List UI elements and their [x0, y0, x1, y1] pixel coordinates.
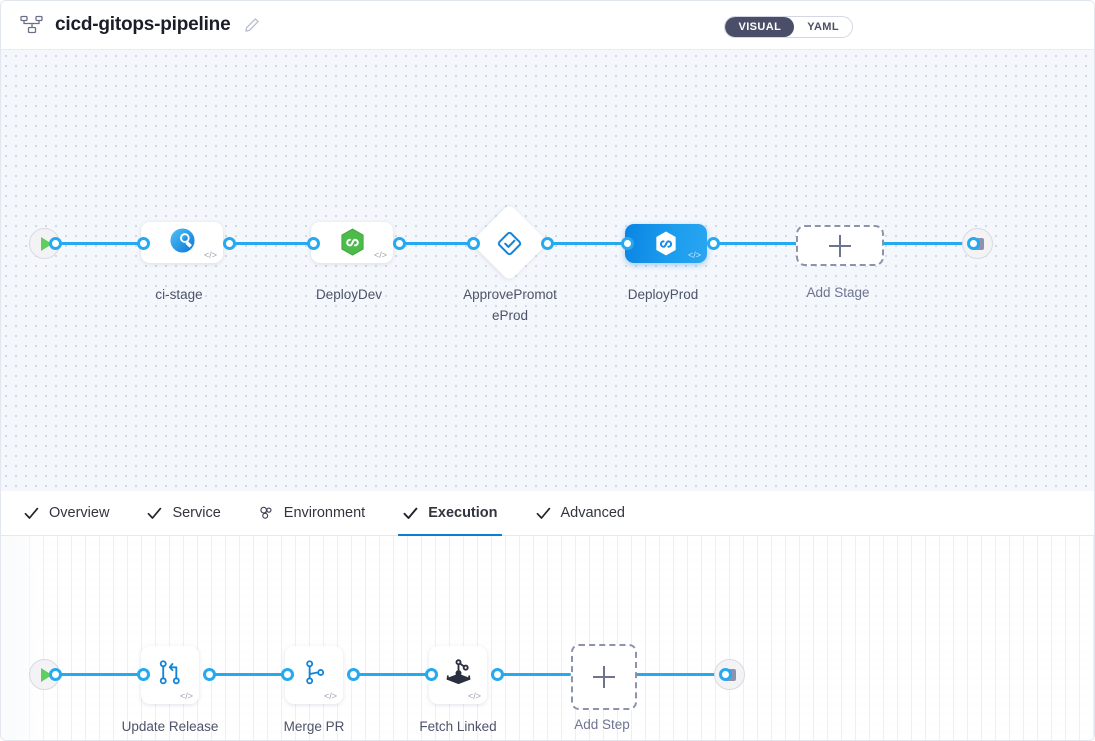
- step-node-fetch-linked-apps[interactable]: </>: [429, 646, 487, 704]
- port-ci-in[interactable]: [137, 237, 150, 250]
- step-graph-canvas[interactable]: </> Update Release Repo </> Merge PR: [1, 536, 1094, 740]
- check-icon: [535, 507, 552, 520]
- check-icon: [402, 507, 419, 520]
- start-play-node[interactable]: [29, 659, 60, 690]
- tab-label: Advanced: [560, 505, 626, 521]
- check-icon: [23, 507, 40, 520]
- code-badge: </>: [179, 691, 193, 701]
- tab-advanced[interactable]: Advanced: [535, 491, 647, 536]
- wire-approval-to-deployprod: [541, 242, 633, 245]
- port-update-in[interactable]: [137, 668, 150, 681]
- tab-label: Service: [172, 505, 221, 521]
- port-start-out[interactable]: [49, 237, 62, 250]
- step-node-update-release-repo[interactable]: </>: [141, 646, 199, 704]
- stage-node-deploydev[interactable]: </>: [311, 222, 393, 263]
- port-mergepr-out[interactable]: [347, 668, 360, 681]
- wire-update-to-mergepr: [203, 673, 293, 676]
- plus-icon: [829, 234, 851, 257]
- port-deployprod-out[interactable]: [707, 237, 720, 250]
- code-badge: </>: [373, 250, 387, 260]
- play-icon: [40, 667, 52, 682]
- environment-icon: [258, 506, 275, 520]
- tab-label: Environment: [283, 505, 366, 521]
- stage-label-ci-stage: ci-stage: [155, 287, 203, 302]
- approval-check-icon: [494, 228, 525, 259]
- tab-execution[interactable]: Execution: [398, 491, 518, 537]
- wire-ci-to-deploydev: [223, 242, 323, 245]
- tab-label: Execution: [428, 505, 498, 521]
- tab-overview[interactable]: Overview: [23, 491, 130, 536]
- code-badge: </>: [687, 250, 701, 260]
- wire-deploydev-to-approval: [393, 242, 493, 245]
- step-label-update-release-repo: Update Release Repo: [121, 719, 219, 734]
- page-title: cicd-gitops-pipeline: [55, 14, 231, 35]
- cd-hexagon-icon: [653, 230, 679, 258]
- port-update-out[interactable]: [203, 668, 216, 681]
- play-icon: [40, 236, 52, 251]
- wire-addstep-to-end: [635, 673, 725, 676]
- pencil-icon[interactable]: [243, 16, 261, 34]
- add-step-button[interactable]: [571, 644, 637, 710]
- step-node-merge-pr[interactable]: </>: [285, 646, 343, 704]
- tab-service[interactable]: Service: [146, 491, 241, 536]
- toggle-visual[interactable]: VISUAL: [725, 17, 795, 37]
- code-badge: </>: [467, 691, 481, 701]
- tab-environment[interactable]: Environment: [258, 491, 386, 536]
- ci-build-icon: [169, 227, 196, 259]
- port-ci-out[interactable]: [223, 237, 236, 250]
- stage-config-tabs[interactable]: Overview Service Environment Execution: [1, 491, 1094, 537]
- wire-deployprod-to-addstage: [707, 242, 807, 245]
- wire-fetch-to-addstep: [491, 673, 571, 676]
- add-step-label: Add Step: [574, 717, 630, 732]
- stage-node-ci-stage[interactable]: </>: [141, 222, 223, 263]
- port-deploydev-out[interactable]: [393, 237, 406, 250]
- port-approval-out[interactable]: [541, 237, 554, 250]
- git-merge-icon: [155, 657, 186, 693]
- wire-start-to-ci: [53, 242, 148, 245]
- wire-start-to-update: [53, 673, 148, 676]
- step-label-fetch-linked-apps: Fetch Linked Apps: [419, 719, 497, 734]
- check-icon: [146, 507, 163, 520]
- wire-addstage-to-end: [873, 242, 973, 245]
- stage-label-deployprod: DeployProd: [627, 287, 699, 302]
- pipeline-nodes-icon: [19, 14, 45, 36]
- code-badge: </>: [203, 250, 217, 260]
- wire-mergepr-to-fetch: [347, 673, 437, 676]
- stage-node-deployprod[interactable]: </>: [625, 224, 707, 263]
- port-approval-in[interactable]: [467, 237, 480, 250]
- add-stage-label: Add Stage: [806, 285, 870, 300]
- toggle-yaml[interactable]: YAML: [807, 21, 839, 33]
- port-start-out[interactable]: [49, 668, 62, 681]
- plus-icon: [593, 666, 615, 688]
- port-deployprod-in[interactable]: [621, 237, 634, 250]
- add-stage-button[interactable]: [796, 225, 884, 266]
- port-deploydev-in[interactable]: [307, 237, 320, 250]
- visual-yaml-toggle[interactable]: VISUAL YAML: [724, 16, 853, 38]
- port-fetch-out[interactable]: [491, 668, 504, 681]
- code-badge: </>: [323, 691, 337, 701]
- harness-gitops-icon: [442, 656, 475, 694]
- port-end-in[interactable]: [719, 668, 732, 681]
- tab-label: Overview: [49, 505, 110, 521]
- step-label-merge-pr: Merge PR: [283, 719, 345, 734]
- port-fetch-in[interactable]: [425, 668, 438, 681]
- stage-label-deploydev: DeployDev: [315, 287, 383, 302]
- cd-hexagon-icon: [339, 228, 366, 257]
- git-branch-icon: [299, 657, 330, 693]
- port-end-in[interactable]: [967, 237, 980, 250]
- stage-label-approval: ApprovePromot eProd: [463, 287, 557, 323]
- port-mergepr-in[interactable]: [281, 668, 294, 681]
- stage-graph-canvas[interactable]: </> ci-stage </> DeployDev: [1, 50, 1094, 491]
- app-header: cicd-gitops-pipeline VISUAL YAML: [1, 1, 1094, 50]
